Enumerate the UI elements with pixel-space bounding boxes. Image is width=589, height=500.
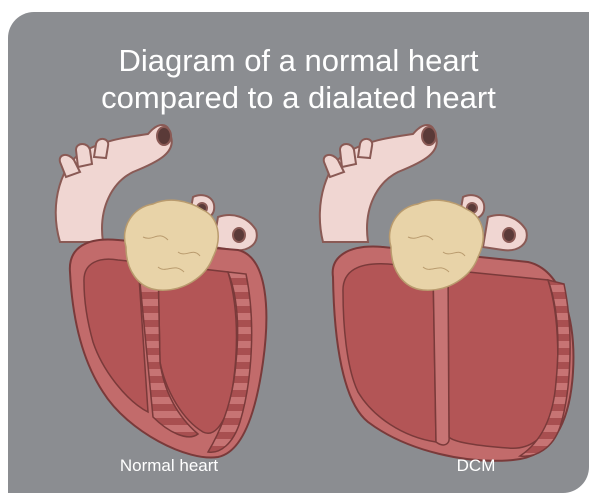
hearts-illustration: [8, 12, 589, 493]
normal-heart: [56, 125, 267, 458]
diagram-panel: Diagram of a normal heart compared to a …: [8, 12, 589, 493]
dcm-heart-right-chamber: [448, 270, 558, 448]
normal-heart-label: Normal heart: [69, 456, 269, 476]
dcm-label: DCM: [376, 456, 576, 476]
dcm-heart-septum: [433, 268, 449, 445]
dcm-heart: [320, 125, 574, 461]
